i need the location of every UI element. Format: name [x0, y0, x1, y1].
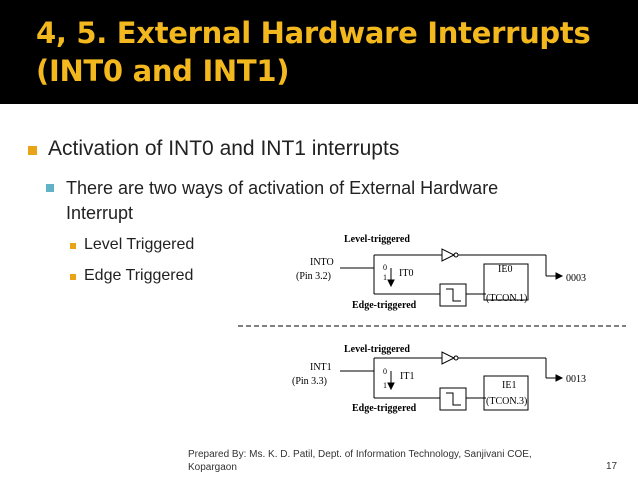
bottom-one-label: 1 [383, 381, 387, 390]
bottom-edge-detector-box [439, 387, 467, 411]
top-it0-label: IT0 [399, 268, 413, 279]
top-one-label: 1 [383, 273, 387, 282]
title-bar: 4, 5. External Hardware Interrupts (INT0… [0, 0, 638, 104]
sub-bullet-1-text: Level Triggered [84, 236, 195, 253]
bottom-switch-arrow-icon [387, 382, 395, 391]
top-switch-arrow-icon [387, 279, 395, 288]
bottom-buffer-icon [441, 351, 456, 365]
page-number: 17 [606, 461, 618, 472]
bottom-ie-box [483, 375, 529, 411]
top-pin-sub-label: (Pin 3.2) [296, 271, 331, 282]
bullet-1-text: Activation of INT0 and INT1 interrupts [48, 137, 400, 160]
top-edge-waveform-icon [446, 288, 461, 302]
top-pin-label: INTO [310, 257, 334, 268]
top-vector-label: 0003 [566, 273, 586, 284]
top-level-triggered-label: Level-triggered [344, 234, 410, 245]
square-bullet-icon [70, 274, 76, 280]
sub-bullet-2-text: Edge Triggered [84, 267, 194, 284]
square-bullet-icon [28, 146, 37, 155]
top-buffer-icon [441, 248, 456, 262]
top-edge-detector-box [439, 283, 467, 307]
top-edge-triggered-label: Edge-triggered [352, 300, 417, 311]
bottom-pin-label: INT1 [310, 362, 332, 373]
top-vector-arrowhead-icon [555, 272, 564, 280]
bottom-pin-sub-label: (Pin 3.3) [292, 376, 327, 387]
bottom-vector-arrowhead-icon [555, 374, 564, 382]
title-line-2: (INT0 and INT1) [36, 54, 290, 88]
bottom-vector-label: 0013 [566, 374, 586, 385]
top-tcon-label: (TCON.1) [486, 293, 527, 304]
bottom-edge-triggered-label: Edge-triggered [352, 403, 417, 414]
bottom-zero-label: 0 [383, 367, 387, 376]
top-ie-box [483, 263, 529, 301]
square-bullet-icon [46, 184, 54, 192]
bottom-edge-waveform-icon [446, 392, 461, 406]
bottom-level-triggered-label: Level-triggered [344, 344, 410, 355]
title-line-1: 4, 5. External Hardware Interrupts [36, 16, 591, 50]
top-zero-label: 0 [383, 263, 387, 272]
top-ie0-label: IE0 [498, 264, 512, 275]
bottom-it1-label: IT1 [400, 371, 414, 382]
bullet-2-text: There are two ways of activation of Exte… [66, 178, 499, 223]
square-bullet-icon [70, 243, 76, 249]
bottom-tcon-label: (TCON.3) [486, 396, 527, 407]
bottom-ie1-label: IE1 [502, 380, 516, 391]
footer-credit: Prepared By: Ms. K. D. Patil, Dept. of I… [188, 449, 532, 473]
interrupt-activation-diagram: Level-triggered INTO (Pin 3.2) 0 1 IT0 I… [238, 234, 626, 414]
slide-title: 4, 5. External Hardware Interrupts (INT0… [36, 14, 591, 90]
